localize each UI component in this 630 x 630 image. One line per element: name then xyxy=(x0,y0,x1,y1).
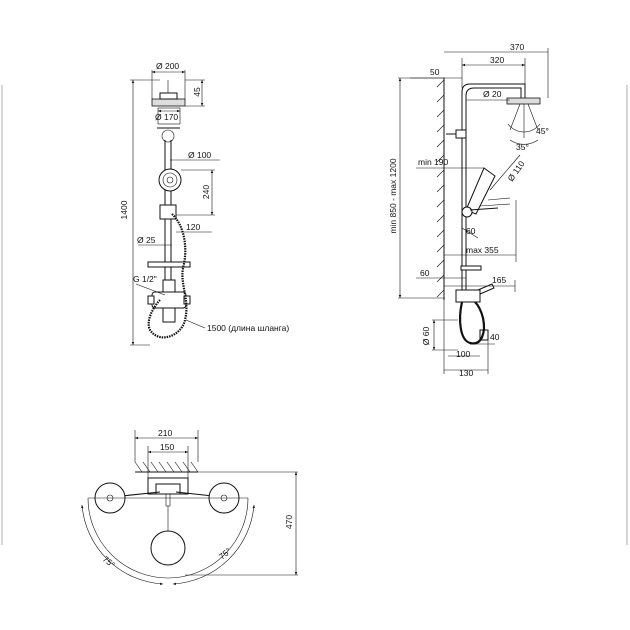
dim-left-angle: 75° xyxy=(101,554,117,570)
dim-swing-depth: 470 xyxy=(284,515,294,529)
dim-head-tilt-angle: 45° xyxy=(536,126,549,136)
hand-shower-front xyxy=(158,168,182,192)
dim-hand-shower-diameter: Ø 100 xyxy=(188,150,211,160)
dim-inlet-thread: G 1/2" xyxy=(133,274,157,284)
dim-arm-diameter: Ø 170 xyxy=(155,112,178,122)
dim-total-height: 1400 xyxy=(119,200,129,219)
dim-inner-width: 150 xyxy=(160,442,174,452)
mixer-body xyxy=(151,291,187,309)
dim-total-mixer-depth: 130 xyxy=(459,368,473,378)
dim-hand-shower-diameter-side: Ø 110 xyxy=(505,159,526,183)
hand-shower-side xyxy=(465,167,496,215)
shower-arm xyxy=(157,107,181,125)
dim-rail-diameter: Ø 25 xyxy=(137,235,156,245)
dim-body-depth: 100 xyxy=(456,349,470,359)
side-view: 45° 35° 370 320 50 Ø 20 xyxy=(388,42,549,378)
dim-spray-angle: 35° xyxy=(516,142,529,152)
dim-mixer-depth: 40 xyxy=(490,332,500,342)
dim-mixer-diameter: Ø 60 xyxy=(421,327,431,346)
dim-min-reach: min 190 xyxy=(418,157,449,167)
wall-hatching xyxy=(436,79,445,298)
dim-outer-width: 210 xyxy=(158,428,172,438)
top-view: 75° 75° 210 150 470 xyxy=(81,428,298,586)
shower-head-mount xyxy=(159,92,178,100)
dim-head-diameter: Ø 200 xyxy=(156,61,179,71)
dim-arm-length: 320 xyxy=(490,55,504,65)
front-view: Ø 200 45 Ø 170 1400 Ø 100 240 120 Ø 25 G… xyxy=(119,61,289,346)
shelf xyxy=(147,261,191,268)
top-head-center xyxy=(150,530,186,566)
dim-shelf-offset: 60 xyxy=(420,268,430,278)
shower-head-front xyxy=(151,98,186,107)
dim-holder-spacing: 240 xyxy=(201,185,211,199)
side-shelf xyxy=(460,265,482,271)
dim-total-depth: 370 xyxy=(510,42,524,52)
dim-spout-length: 165 xyxy=(492,275,506,285)
dim-head-height: 45 xyxy=(192,87,202,97)
dim-max-reach: max 355 xyxy=(466,245,499,255)
mixer-spout xyxy=(162,308,176,323)
dim-holder-angle: 60 xyxy=(466,226,476,236)
dim-pipe-diameter: Ø 20 xyxy=(483,89,502,99)
side-mixer xyxy=(455,289,481,303)
dim-hose-length: 1500 (длина шланга) xyxy=(207,323,289,333)
dim-height-range: min 850 - max 1200 xyxy=(388,158,398,233)
dim-wall-offset: 50 xyxy=(430,67,440,77)
shower-head-side xyxy=(506,97,541,105)
top-wall-hatching xyxy=(134,461,199,473)
side-rail-and-arm xyxy=(461,83,526,300)
dim-holder-offset: 120 xyxy=(186,222,200,232)
